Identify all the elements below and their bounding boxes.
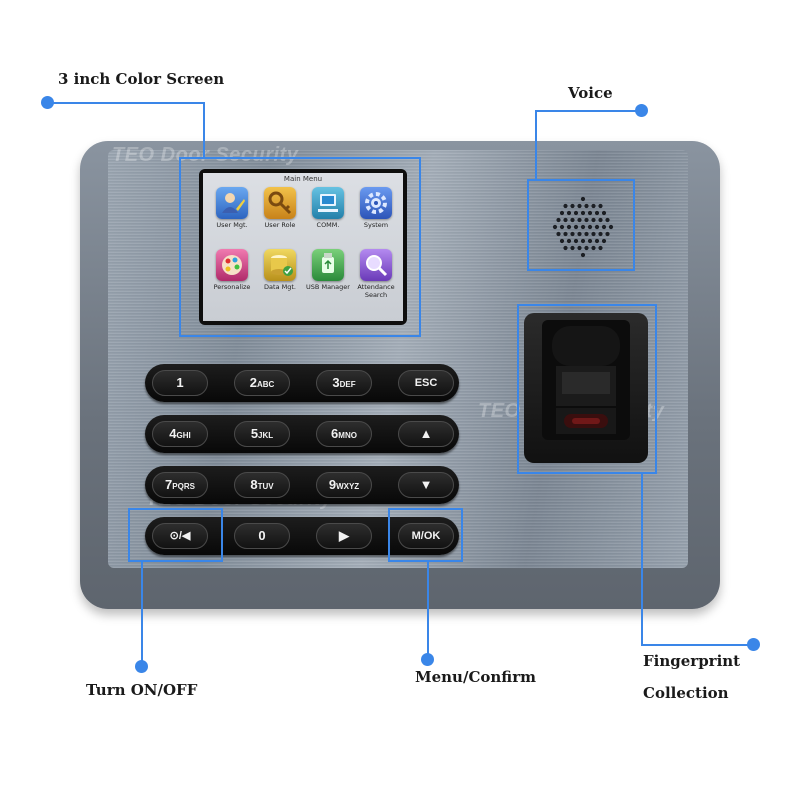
usb-icon [312, 249, 344, 281]
leader-screen-h [48, 102, 204, 104]
tile-user-mgt[interactable]: User Mgt. [208, 187, 256, 239]
highlight-screen [179, 157, 421, 337]
tile-label: User Role [264, 221, 296, 229]
key-3[interactable]: 3DEF [316, 370, 372, 396]
label-menu-confirm: Menu/Confirm [415, 668, 536, 686]
search-icon [360, 249, 392, 281]
tile-label: Personalize [213, 283, 251, 291]
gear-icon [360, 187, 392, 219]
callout-dot-voice [635, 104, 648, 117]
leader-voice-v [535, 110, 537, 180]
key-down[interactable]: ▼ [398, 472, 454, 498]
key-2[interactable]: 2ABC [234, 370, 290, 396]
leader-power-v [141, 561, 143, 667]
user-management-icon [216, 187, 248, 219]
label-voice: Voice [568, 84, 613, 102]
callout-dot-screen [41, 96, 54, 109]
callout-dot-menu [421, 653, 434, 666]
key-1[interactable]: 1 [152, 370, 208, 396]
label-fingerprint-2: Collection [643, 684, 729, 702]
tile-usb-manager[interactable]: USB Manager [304, 249, 352, 301]
leader-fp-h [641, 644, 754, 646]
key-8[interactable]: 8TUV [234, 472, 290, 498]
key-right[interactable]: ▶ [316, 523, 372, 549]
key-up[interactable]: ▲ [398, 421, 454, 447]
highlight-power-key [128, 508, 223, 562]
callout-dot-fingerprint [747, 638, 760, 651]
network-icon [312, 187, 344, 219]
tile-label: COMM. [316, 221, 340, 229]
tile-label: System [363, 221, 389, 229]
tile-label: Data Mgt. [264, 283, 296, 291]
label-turn-on-off: Turn ON/OFF [86, 681, 198, 699]
tile-label: Attendance Search [357, 283, 395, 299]
key-4[interactable]: 4GHI [152, 421, 208, 447]
tile-user-role[interactable]: User Role [256, 187, 304, 239]
fingerprint-sensor[interactable] [542, 320, 630, 440]
tile-label: User Mgt. [216, 221, 248, 229]
tile-comm[interactable]: COMM. [304, 187, 352, 239]
leader-voice-h [535, 110, 642, 112]
leader-fp-v [641, 473, 643, 645]
callout-dot-power [135, 660, 148, 673]
tile-system[interactable]: System [352, 187, 400, 239]
tile-personalize[interactable]: Personalize [208, 249, 256, 301]
lcd-title: Main Menu [283, 175, 323, 183]
highlight-fingerprint [517, 304, 657, 474]
lcd-screen: Main Menu User Mgt. User Role COMM. Syst… [203, 173, 403, 321]
key-power-back[interactable]: ⊙/◀ [152, 523, 208, 549]
key-icon [264, 187, 296, 219]
database-icon [264, 249, 296, 281]
key-5[interactable]: 5JKL [234, 421, 290, 447]
key-7[interactable]: 7PQRS [152, 472, 208, 498]
key-6[interactable]: 6MNO [316, 421, 372, 447]
highlight-menu-key [388, 508, 463, 562]
tile-label: USB Manager [306, 283, 350, 291]
leader-screen-v [203, 102, 205, 158]
leader-menu-v [427, 561, 429, 659]
label-fingerprint-1: Fingerprint [643, 652, 741, 670]
key-menu-ok[interactable]: M/OK [398, 523, 454, 549]
palette-icon [216, 249, 248, 281]
key-0[interactable]: 0 [234, 523, 290, 549]
key-9[interactable]: 9WXYZ [316, 472, 372, 498]
speaker-grille [548, 192, 618, 262]
key-esc[interactable]: ESC [398, 370, 454, 396]
highlight-speaker [527, 179, 635, 271]
tile-data-mgt[interactable]: Data Mgt. [256, 249, 304, 301]
label-color-screen: 3 inch Color Screen [58, 70, 225, 88]
tile-attendance-search[interactable]: Attendance Search [352, 249, 400, 301]
